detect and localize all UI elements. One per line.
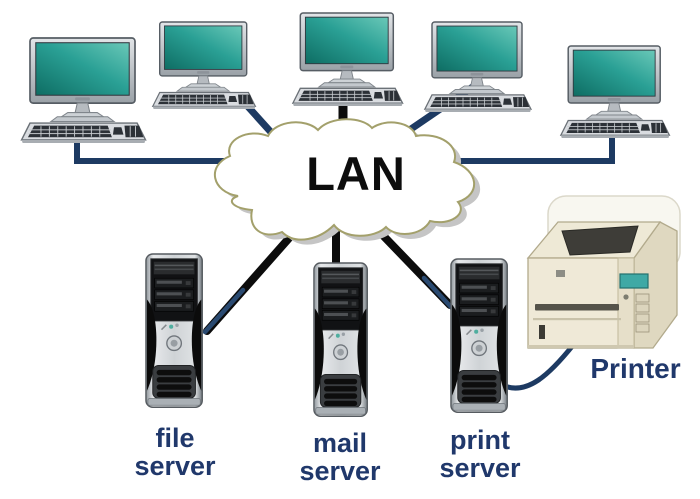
printer-icon <box>526 195 681 349</box>
lan-label: LAN <box>306 147 406 200</box>
link-lan-print-server-tip <box>421 275 455 311</box>
printer-label: Printer <box>590 353 681 384</box>
workstation-3-icon <box>292 12 404 107</box>
workstation-5-icon <box>560 45 671 139</box>
link-print-server-printer <box>497 341 577 391</box>
link-lan-file-server-tip <box>202 287 246 335</box>
print-server-icon <box>450 258 509 414</box>
workstation-1-icon <box>20 37 147 144</box>
workstation-2-icon <box>152 21 257 110</box>
link-workstation5-lan <box>447 133 615 164</box>
mail-server-label: mail server <box>299 428 381 487</box>
lan-cloud-icon <box>213 118 481 245</box>
file-server-icon <box>145 253 204 409</box>
workstation-4-icon <box>424 21 532 113</box>
mail-server-icon <box>313 262 369 418</box>
cloud-body <box>213 118 476 241</box>
printer-display <box>619 273 649 289</box>
link-workstation1-lan <box>74 133 243 164</box>
file-server-label: file server <box>134 423 216 482</box>
print-server-label: print server <box>439 425 521 484</box>
